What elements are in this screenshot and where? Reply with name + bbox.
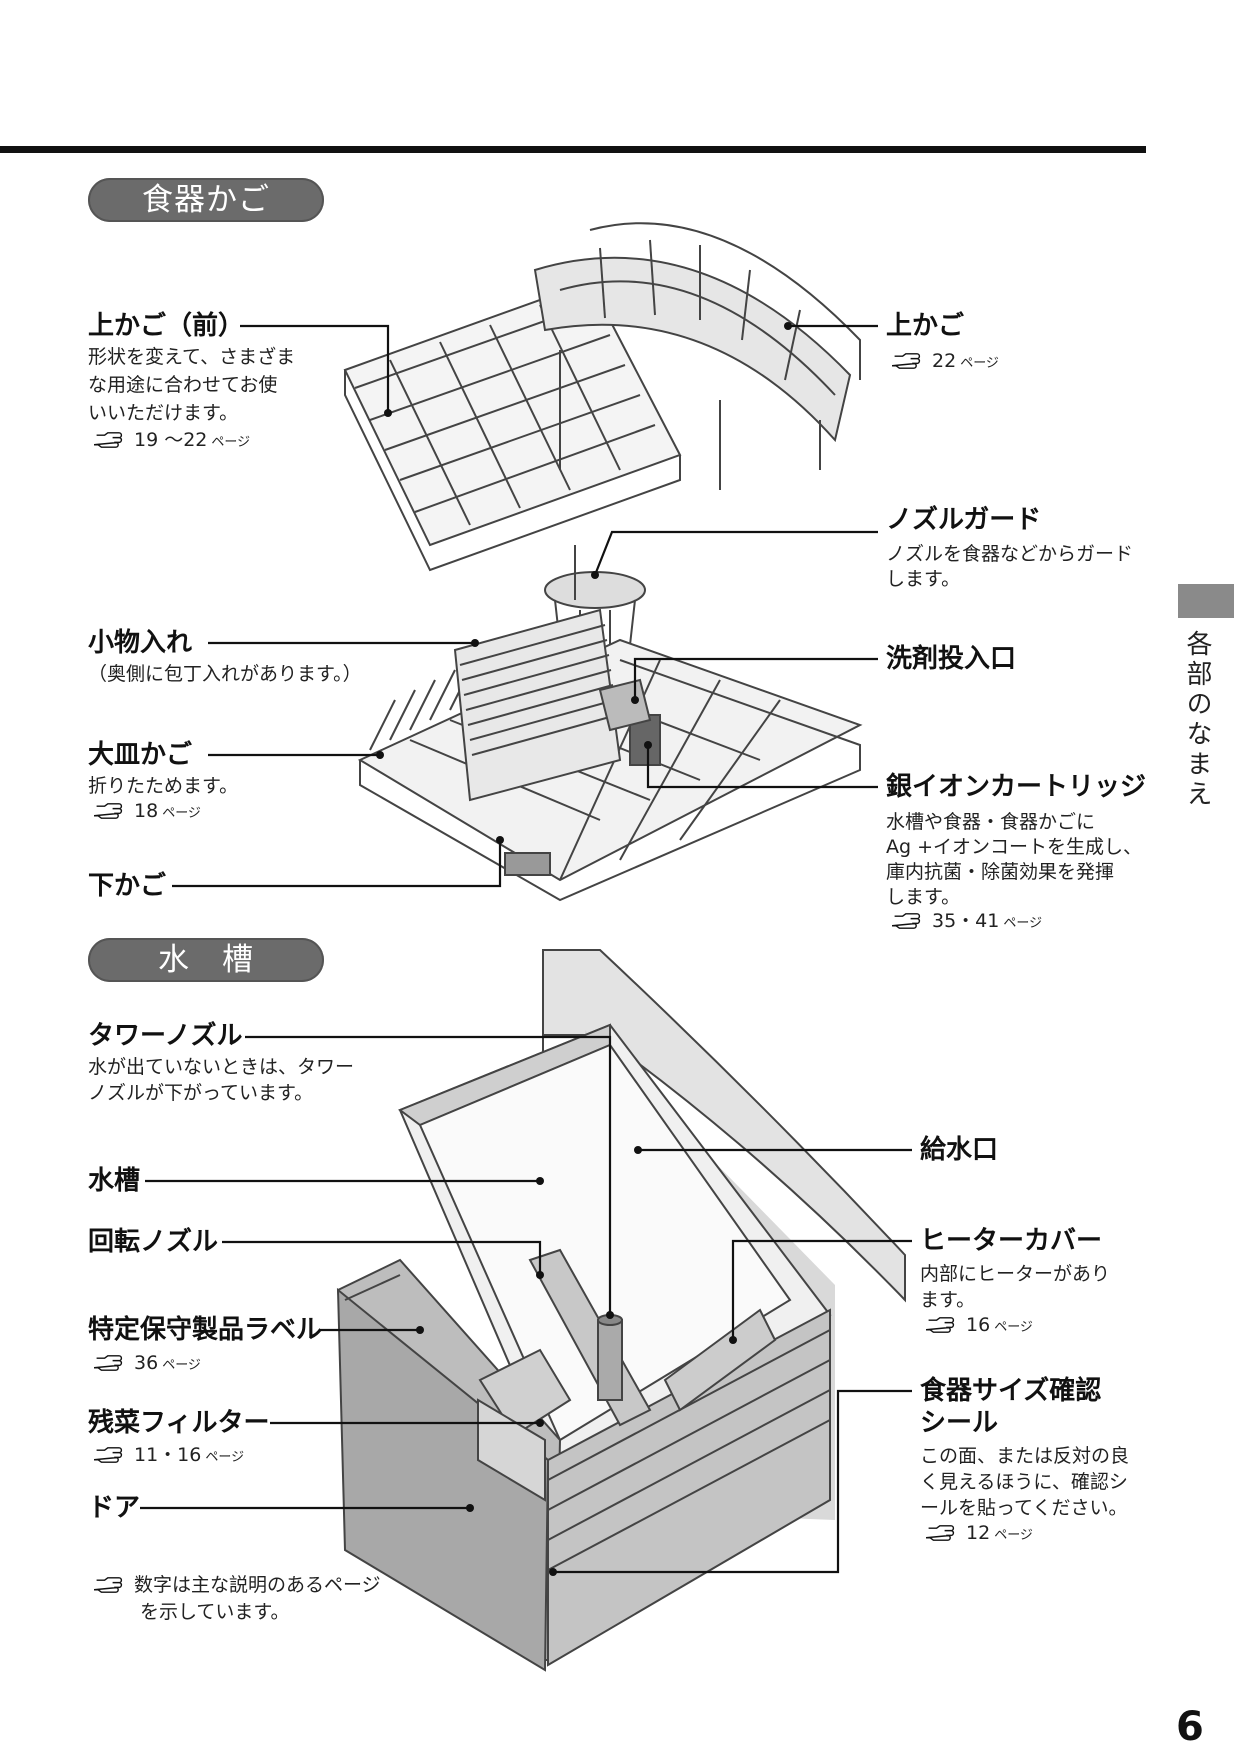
pointing-hand-icon [94,432,123,448]
desc-silver-ion-3: 庫内抗菌・除菌効果を発揮 [886,861,1115,883]
side-tab-label: 各部のなまえ [1182,630,1212,810]
label-size-sticker: 食器サイズ確認 [920,1376,1102,1406]
label-tank: 水槽 [88,1166,141,1196]
header-rule [0,146,1146,153]
label-platter-basket: 大皿かご [88,740,193,770]
desc-heater-cover-1: 内部にヒーターがあり [920,1263,1111,1285]
label-maintenance-label: 特定保守製品ラベル [88,1315,323,1345]
pointing-hand-icon [94,1577,123,1593]
desc-upper-front-2: な用途に合わせてお使 [88,374,278,396]
section-title-basket: 食器かご [88,178,324,222]
pointing-hand-icon [892,353,921,369]
desc-nozzle-guard-1: ノズルを食器などからガード [886,543,1134,565]
pointing-hand-icon [94,1447,123,1463]
label-water-inlet: 給水口 [920,1135,999,1165]
footnote-1: 数字は主な説明のあるページ [94,1573,381,1597]
tank-illustration [336,949,906,1672]
side-tab-marker [1178,584,1234,618]
label-rotary-nozzle: 回転ノズル [88,1227,219,1257]
desc-upper-front-3: いいただけます。 [88,402,239,424]
desc-size-sticker-2: く見えるほうに、確認シ [920,1471,1128,1493]
desc-size-sticker-3: ールを貼ってください。 [920,1497,1128,1519]
label-heater-cover: ヒーターカバー [920,1226,1103,1256]
pointing-hand-icon [926,1525,955,1541]
label-size-sticker-2: シール [920,1408,999,1438]
label-detergent-inlet: 洗剤投入口 [886,644,1017,674]
desc-heater-cover-2: ます。 [920,1289,976,1311]
desc-silver-ion-2: Ag +イオンコートを生成し、 [886,836,1143,858]
desc-tower-nozzle-2: ノズルが下がっています。 [88,1082,314,1104]
label-silver-ion-cartridge: 銀イオンカートリッジ [886,772,1147,802]
label-lower-basket: 下かご [88,871,167,901]
label-upper-front-basket: 上かご（前） [88,311,245,341]
label-tower-nozzle: タワーノズル [88,1021,243,1051]
label-waste-filter: 残菜フィルター [88,1408,270,1438]
basket-illustration [343,222,863,902]
desc-silver-ion-4: します。 [886,886,961,908]
label-small-items: 小物入れ [88,628,193,658]
desc-small-items: （奥側に包丁入れがあります。） [88,663,362,685]
label-door: ドア [88,1493,141,1523]
section-title-tank: 水 槽 [88,938,324,982]
desc-upper-front-1: 形状を変えて、さまざま [88,346,296,368]
footnote-2: を示しています。 [140,1601,290,1623]
pointing-hand-icon [94,1355,123,1371]
pointing-hand-icon [926,1317,955,1333]
desc-platter: 折りたためます。 [88,775,239,797]
page-number: 6 [1176,1704,1204,1750]
label-nozzle-guard: ノズルガード [886,505,1042,535]
desc-nozzle-guard-2: します。 [886,568,961,590]
desc-size-sticker-1: この面、または反対の良 [920,1445,1130,1467]
desc-silver-ion-1: 水槽や食器・食器かごに [886,811,1096,833]
pointing-hand-icon [94,803,123,819]
label-upper-basket: 上かご [886,311,965,341]
desc-tower-nozzle-1: 水が出ていないときは、タワー [88,1056,355,1078]
pointing-hand-icon [892,913,921,929]
